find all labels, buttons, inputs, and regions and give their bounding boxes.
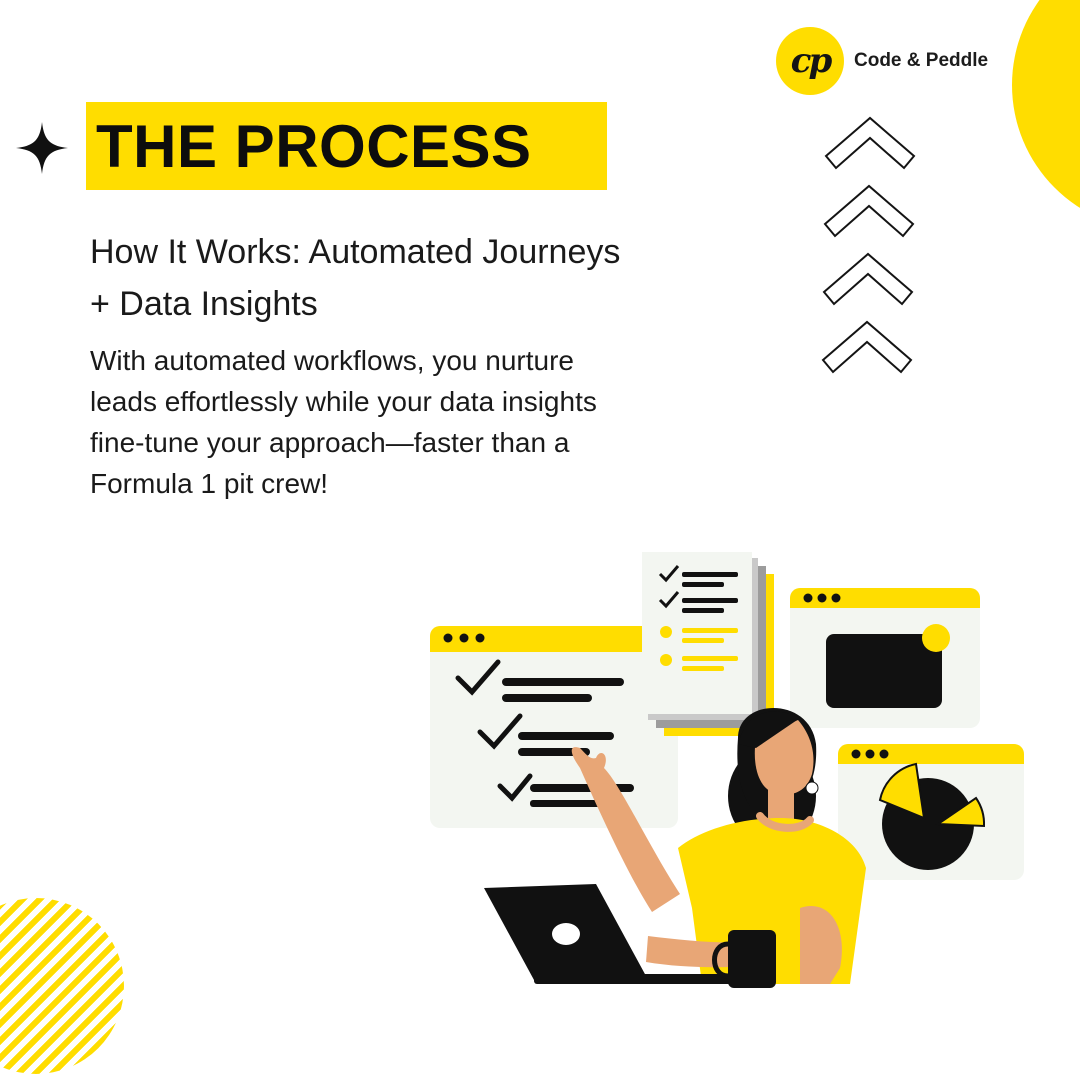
yellow-corner-circle: [1012, 0, 1080, 230]
chevron-up-icon: [824, 116, 916, 170]
laptop: [484, 884, 770, 984]
document-stack: [642, 552, 774, 736]
title-band: THE PROCESS: [86, 102, 607, 190]
chevron-up-icon: [823, 184, 915, 238]
woman-figure: [571, 707, 866, 984]
logo-mark: cp: [776, 27, 844, 95]
striped-circle-decoration: [0, 898, 124, 1074]
body-text: With automated workflows, you nurture le…: [90, 345, 597, 499]
sparkle-icon: [16, 122, 68, 174]
video-window: [790, 588, 980, 728]
chevron-up-icon: [821, 320, 913, 374]
checklist-window: [430, 626, 678, 828]
page-title: THE PROCESS: [96, 112, 532, 180]
subtitle: How It Works: Automated Journeys + Data …: [90, 233, 621, 323]
brand-logo: cp Code & Peddle: [776, 26, 988, 96]
chevron-up-icon: [822, 252, 914, 306]
pie-chart-window: [838, 744, 1024, 880]
brand-name: Code & Peddle: [854, 50, 989, 71]
woman-laptop-dashboard-illustration: [430, 552, 1024, 988]
mug: [712, 930, 776, 988]
chevron-stack: [821, 116, 916, 374]
